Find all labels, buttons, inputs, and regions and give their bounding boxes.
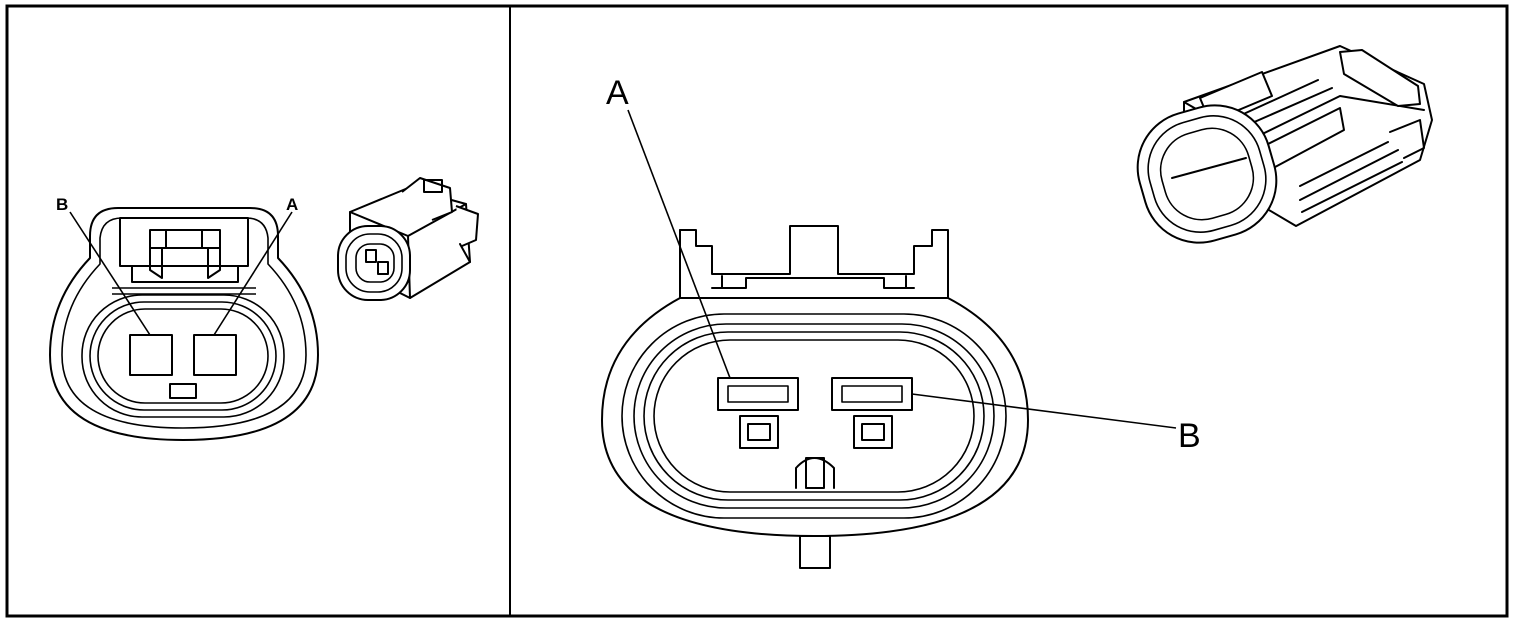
right-connector-face-view: A B bbox=[601, 74, 1201, 569]
left-panel: B A bbox=[49, 177, 479, 441]
left-connector-face-view: B A bbox=[49, 195, 319, 441]
connector-2-pin-large-iso-icon bbox=[1136, 45, 1433, 244]
right-panel: A B bbox=[601, 45, 1433, 569]
figure-border bbox=[5, 4, 1509, 618]
right-face-label-a: A bbox=[606, 74, 629, 112]
left-face-label-a: A bbox=[286, 195, 298, 214]
left-face-label-b: B bbox=[56, 195, 68, 214]
connector-2-pin-small-iso-icon bbox=[337, 177, 479, 301]
right-face-label-b: B bbox=[1178, 417, 1201, 455]
